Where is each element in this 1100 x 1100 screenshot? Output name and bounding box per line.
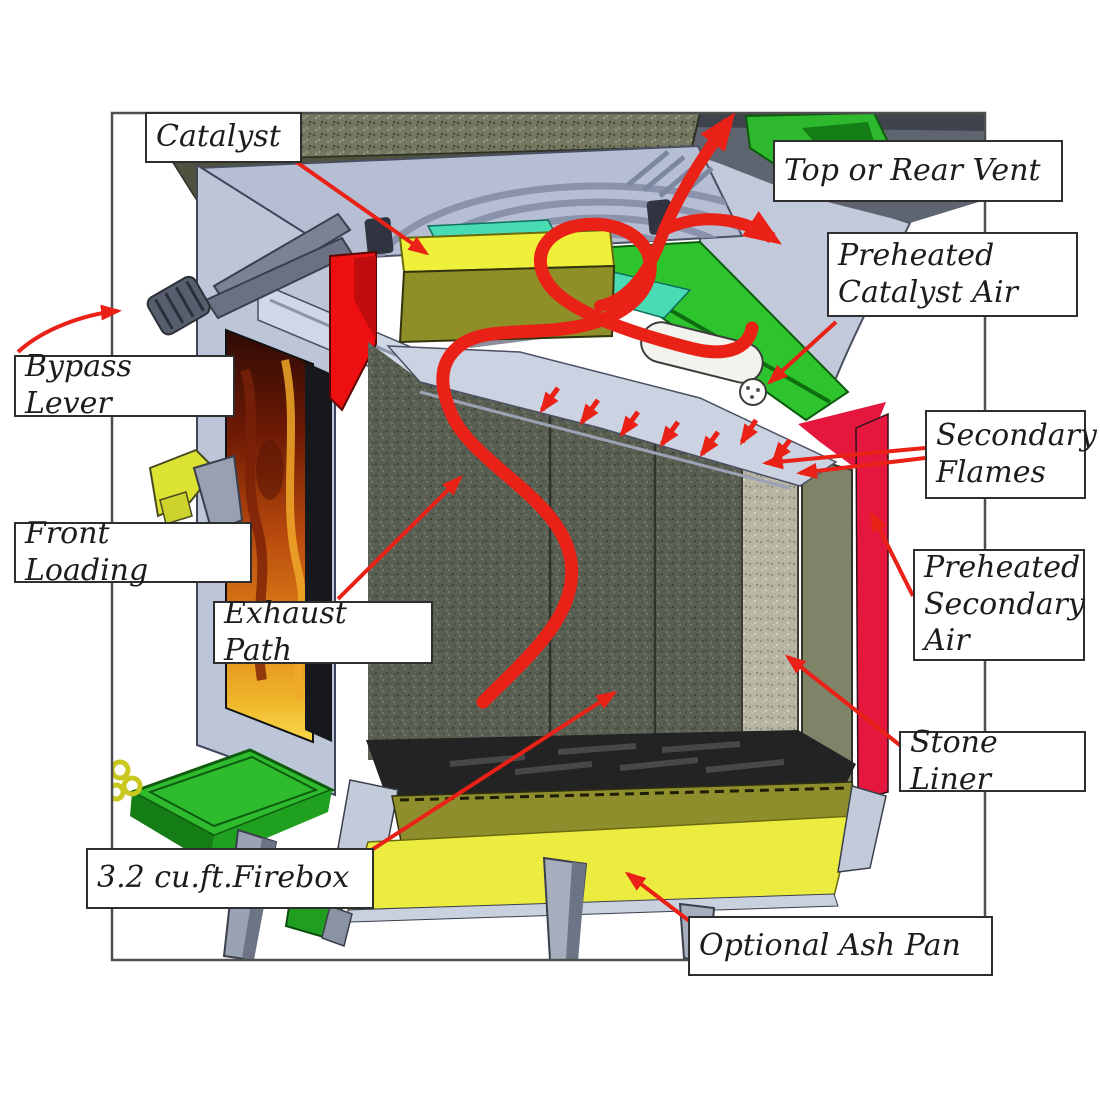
label-preheated-catalyst-air: Preheated Catalyst Air — [827, 232, 1078, 317]
leader-arrows — [16, 126, 926, 925]
bypass-chute-inner — [354, 256, 376, 340]
leader-arrow-ash-pan — [624, 871, 694, 925]
leader-arrow-preheated-secondary-air — [870, 510, 915, 597]
ash-pan — [337, 779, 887, 923]
firebox-interior — [368, 342, 742, 760]
leader-arrow-exhaust-path — [336, 475, 463, 601]
label-optional-ash-pan: Optional Ash Pan — [688, 916, 993, 976]
leader-arrow-secondary-flames-1 — [762, 446, 926, 470]
rear-vent-flow-arrow — [661, 211, 782, 245]
stone-liner-panel — [741, 440, 799, 761]
leader-arrow-stone-liner — [784, 654, 903, 748]
label-exhaust-path: Exhaust Path — [213, 596, 433, 668]
door-jamb-shadow — [305, 362, 332, 742]
label-top-or-rear-vent: Top or Rear Vent — [773, 140, 1063, 202]
airflow-arrows — [16, 112, 926, 925]
label-secondary-flames: Secondary Flames — [925, 410, 1097, 499]
label-front-loading: Front Loading — [14, 516, 252, 588]
top-vent-flow-arrow — [658, 112, 736, 233]
plate-clip-left — [364, 217, 394, 255]
leader-arrow-preheated-catalyst-air — [767, 320, 838, 385]
air-inlet-disc — [739, 378, 767, 406]
label-preheated-secondary-air: Preheated Secondary Air — [913, 549, 1085, 661]
leader-arrow-bypass-lever — [16, 304, 122, 354]
exhaust-flow-s-curve — [436, 217, 759, 709]
secondary-air-panel — [855, 412, 889, 801]
door-latch-handle — [148, 448, 244, 534]
label-catalyst: Catalyst — [145, 112, 302, 163]
label-firebox-capacity: 3.2 cu.ft.Firebox — [86, 848, 374, 909]
label-stone-liner: Stone Liner — [899, 725, 1086, 797]
leader-arrow-firebox — [368, 690, 618, 853]
label-bypass-lever: Bypass Lever — [14, 349, 235, 421]
baffle-edge-line — [419, 390, 791, 490]
bypass-lever-assembly — [146, 212, 354, 336]
vent-flow-stem — [594, 224, 670, 312]
catalyst-top — [398, 228, 616, 274]
leader-arrow-secondary-flames-2 — [796, 456, 926, 479]
